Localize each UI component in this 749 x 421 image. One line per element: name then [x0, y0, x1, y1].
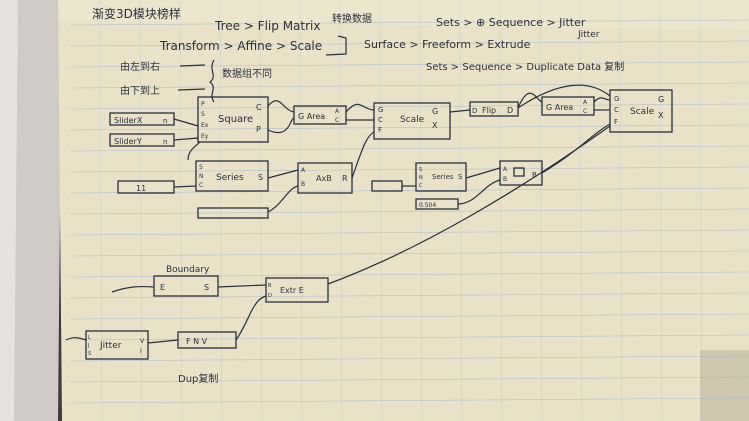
multiply-2-out-r: R: [532, 171, 537, 179]
jitter-in-l: L: [88, 335, 91, 341]
jitter-out-v: V: [140, 338, 145, 345]
series-node-1[interactable]: [195, 160, 269, 192]
boundary-in: E: [160, 283, 165, 292]
g-area-1-out-a: A: [335, 108, 340, 115]
axb-in-b: B: [301, 181, 305, 188]
axb-label: AxB: [316, 174, 332, 183]
scale-2-in-f: F: [614, 118, 618, 126]
note-bracket: [325, 35, 347, 56]
square-in-ex: Ex: [201, 122, 209, 129]
g-area-1-label: G Area: [298, 112, 325, 121]
boundary-node[interactable]: [153, 275, 219, 297]
square-in-ey: Ey: [201, 133, 209, 140]
note-right-drag: 由左到右: [120, 60, 160, 73]
flip-in: D: [472, 107, 477, 115]
flip-node[interactable]: [469, 101, 519, 117]
series-2-in-s: S: [419, 167, 422, 173]
flip-label: Flip: [482, 106, 496, 115]
slider-x-label: SliderX: [114, 116, 143, 125]
axb-out-r: R: [342, 174, 348, 183]
series-2-in-c: C: [419, 183, 423, 189]
fnv-label: F N V: [186, 337, 208, 346]
notes-line2-right: Surface > Freeform > Extrude: [364, 38, 531, 51]
notes-line1-mid: 转换数据: [332, 12, 372, 25]
notes-line1-left: Tree > Flip Matrix: [214, 19, 320, 33]
jitter-in-j: J: [87, 343, 89, 349]
g-area-node-1[interactable]: [293, 105, 347, 125]
number-panel-value: 0.504: [419, 202, 436, 209]
square-out-c: C: [256, 103, 262, 112]
g-area-2-out-c: C: [583, 108, 587, 115]
dup-label: Dup复制: [178, 372, 218, 385]
scale-node-1[interactable]: [373, 102, 451, 140]
series-1-out-s: S: [258, 173, 263, 182]
jitter-label: Jitter: [99, 341, 122, 351]
notes-line1-right: Sets > ⊕ Sequence > Jitter: [436, 16, 586, 29]
series-2-out-s: S: [458, 173, 463, 181]
series-1-label: Series: [216, 173, 244, 183]
scale-2-in-c: C: [614, 106, 619, 114]
notes-line3-right: Sets > Sequence > Duplicate Data 复制: [426, 60, 624, 73]
g-area-2-out-a: A: [583, 99, 588, 106]
g-area-node-2[interactable]: [541, 96, 595, 116]
slider-y-output: n: [163, 138, 167, 146]
notes-line2-left: Transform > Affine > Scale: [159, 39, 322, 53]
square-in-s: S: [201, 111, 205, 118]
square-label: Square: [218, 114, 253, 125]
square-in-p: P: [201, 101, 205, 108]
notes-title: 渐变3D模块榜样: [92, 6, 181, 21]
series-1-in-n: N: [199, 173, 204, 180]
g-area-2-label: G Area: [546, 103, 573, 112]
series-2-in-n: N: [419, 175, 423, 181]
extrude-node[interactable]: [265, 277, 329, 303]
flip-out: D: [507, 106, 513, 115]
note-brace: [209, 59, 215, 103]
series-2-label: Series: [432, 173, 454, 181]
wires: [65, 84, 611, 344]
slider-x-output: n: [163, 117, 167, 125]
series-1-in-s: S: [199, 164, 203, 171]
square-out-p: P: [256, 125, 261, 134]
jitter-out-i: I: [140, 348, 142, 355]
multiply-2-in-b: B: [503, 176, 507, 183]
scale-2-in-g: G: [614, 95, 619, 103]
series-node-2[interactable]: [415, 162, 467, 192]
axb-in-a: A: [301, 167, 306, 174]
boundary-label: Boundary: [166, 265, 210, 275]
note-dashes: [177, 64, 206, 91]
square-node[interactable]: [197, 96, 269, 143]
extrude-in-d: D: [268, 293, 272, 299]
note-bottom-drag: 由下到上: [120, 84, 160, 97]
g-area-1-out-c: C: [335, 117, 339, 124]
notes-line1-right-sub: Jitter: [577, 30, 600, 40]
jitter-in-s: S: [88, 351, 91, 357]
multiply-2-in-a: A: [503, 166, 508, 173]
scale-1-out-g: G: [432, 107, 438, 116]
panel-1-value: 11: [136, 184, 146, 193]
scale-1-out-x: X: [432, 121, 438, 130]
series-1-in-c: C: [199, 182, 203, 189]
scale-1-in-c: C: [378, 116, 383, 124]
boundary-out: S: [204, 283, 209, 292]
scale-node-2[interactable]: [609, 89, 673, 133]
scale-2-out-x: X: [658, 111, 664, 120]
empty-panel-node[interactable]: [197, 207, 269, 219]
jitter-node[interactable]: [85, 330, 149, 360]
note-data-groups: 数据组不同: [222, 67, 272, 80]
multiply-icon: [513, 167, 525, 177]
scale-1-in-g: G: [378, 106, 383, 114]
scale-2-label: Scale: [630, 107, 655, 117]
extrude-in-b: B: [268, 283, 272, 289]
scale-1-label: Scale: [400, 115, 425, 125]
scale-1-in-f: F: [378, 126, 382, 134]
slider-y-label: SliderY: [114, 137, 142, 146]
scale-2-out-g: G: [658, 95, 664, 104]
extrude-label: Extr E: [280, 286, 304, 295]
